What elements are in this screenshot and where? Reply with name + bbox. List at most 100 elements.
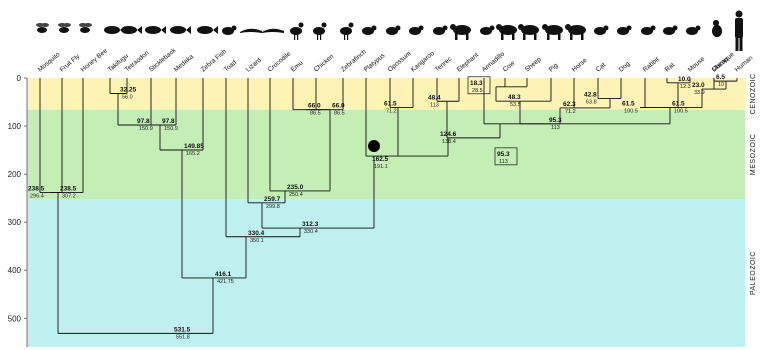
node-age: 61.5 xyxy=(672,101,685,108)
node-range: 551.8 xyxy=(176,334,190,340)
node-eutheria: 124.6138.4 xyxy=(440,131,457,145)
node-range: 86.5 xyxy=(310,111,321,117)
era-label-mesozoic: MESOZOIC xyxy=(750,134,757,175)
node-range: 28.5 xyxy=(472,88,483,94)
chicken-icon xyxy=(313,23,327,41)
node-carn: 42.863.8 xyxy=(584,92,597,106)
node-range: 165.2 xyxy=(186,151,200,157)
taxon-label: Emu xyxy=(290,59,305,73)
node-mammal: 162.5191.1 xyxy=(372,156,389,170)
rabbit-icon xyxy=(641,26,656,36)
node-cet_pig: 48.353.5 xyxy=(508,94,521,108)
cat-icon xyxy=(594,26,609,36)
taxon-label: Tenrec xyxy=(434,55,454,73)
node-horse_carn: 62.371.2 xyxy=(563,101,576,115)
taxon-label: Mosquito xyxy=(37,51,62,74)
armadillo-icon xyxy=(480,26,495,36)
node-sauria: 259.7299.8 xyxy=(264,196,281,210)
node-range: 350.1 xyxy=(250,238,264,244)
fish-icon xyxy=(170,26,191,34)
taxon-label: Pig xyxy=(548,62,560,74)
node-marsup: 61.571.2 xyxy=(384,101,397,115)
mosquito-icon xyxy=(36,23,49,33)
node-hominini: 6.510 xyxy=(716,74,725,88)
taxon-label: Fruit Fly xyxy=(59,53,82,74)
node-range: 250.4 xyxy=(289,192,303,198)
node-age: 62.3 xyxy=(563,101,576,108)
pufferfish-icon xyxy=(121,26,142,34)
node-range: 12.3 xyxy=(680,84,691,90)
era-labels: CENOZOIC MESOZOIC PALEOZOIC xyxy=(750,73,757,295)
node-age: 97.8 xyxy=(137,118,150,125)
node-range: 63.8 xyxy=(586,100,597,106)
era-bands xyxy=(27,78,745,347)
taxon-label: Honey Bee xyxy=(80,47,109,73)
era-label-cenozoic: CENOZOIC xyxy=(750,73,757,114)
rat-icon xyxy=(663,26,678,36)
opossum-icon xyxy=(386,26,401,36)
node-age: 66.0 xyxy=(308,103,321,110)
node-age: 48.4 xyxy=(428,94,441,101)
emu-icon xyxy=(290,23,304,41)
taxon-label: Sheep xyxy=(524,56,543,74)
node-age: 259.7 xyxy=(264,196,281,203)
taxon-label: Horse xyxy=(571,57,589,74)
node-tetra: 330.4350.1 xyxy=(248,230,265,244)
node-range: 299.8 xyxy=(266,204,280,210)
node-age: 23.0 xyxy=(692,82,705,89)
taxon-label: Cow xyxy=(502,60,517,74)
node-primates: 23.033.9 xyxy=(692,82,705,96)
node-range: 71.2 xyxy=(565,109,576,115)
platypus-icon xyxy=(362,26,377,36)
era-label-paleozoic: PALEOZOIC xyxy=(750,251,757,295)
node-age: 66.0 xyxy=(332,103,345,110)
node-age: 235.0 xyxy=(287,184,304,191)
taxon-label: Opossum xyxy=(387,50,413,73)
taxon-label: Crocodile xyxy=(267,50,293,73)
node-age: 238.5 xyxy=(28,186,45,193)
node-range: 100.5 xyxy=(624,109,638,115)
mouse-icon xyxy=(686,26,701,36)
node-archo: 235.0250.4 xyxy=(287,184,304,198)
taxon-label: Chicken xyxy=(313,53,336,74)
node-range: 113 xyxy=(499,159,508,165)
node-age: 48.3 xyxy=(508,94,521,101)
taxon-label: Kangaroo xyxy=(410,50,436,74)
node-range: 330.4 xyxy=(304,229,318,235)
tenrec-icon xyxy=(433,26,448,36)
taxon-label: Dog xyxy=(618,60,632,73)
node-range: 150.9 xyxy=(164,126,178,132)
node-range: 100.5 xyxy=(674,109,688,115)
node-age: 238.5 xyxy=(60,186,77,193)
node-range: 71.2 xyxy=(386,109,397,115)
node-age: 18.3 xyxy=(470,80,483,87)
taxon-label: Lizard xyxy=(245,57,263,74)
crocodile-icon xyxy=(262,29,284,33)
taxon-label: Elephant xyxy=(456,52,480,74)
node-neognath: 66.086.5 xyxy=(308,103,321,117)
stickleback-icon xyxy=(145,26,166,34)
kangaroo-icon xyxy=(409,26,424,36)
dog-icon xyxy=(617,26,632,36)
axis-tick-label: 500 xyxy=(8,314,22,323)
node-age: 124.6 xyxy=(440,131,457,138)
node-range: 113 xyxy=(430,102,439,108)
fly-icon xyxy=(58,23,71,33)
node-age: 10.0 xyxy=(678,76,691,83)
node-age: 95.3 xyxy=(549,117,562,124)
node-murid: 10.012.3 xyxy=(678,76,691,90)
node-age: 97.8 xyxy=(162,118,175,125)
node-range: 138.4 xyxy=(442,139,456,145)
node-range: 86.5 xyxy=(334,111,345,117)
axis-tick-label: 400 xyxy=(8,266,22,275)
bee-icon xyxy=(79,23,92,33)
time-axis: 0100200300400500 xyxy=(8,74,27,347)
node-birds: 66.086.5 xyxy=(332,103,345,117)
taxon-label: Rat xyxy=(664,62,676,74)
axis-tick-label: 200 xyxy=(8,170,22,179)
lizard-icon xyxy=(240,29,262,33)
